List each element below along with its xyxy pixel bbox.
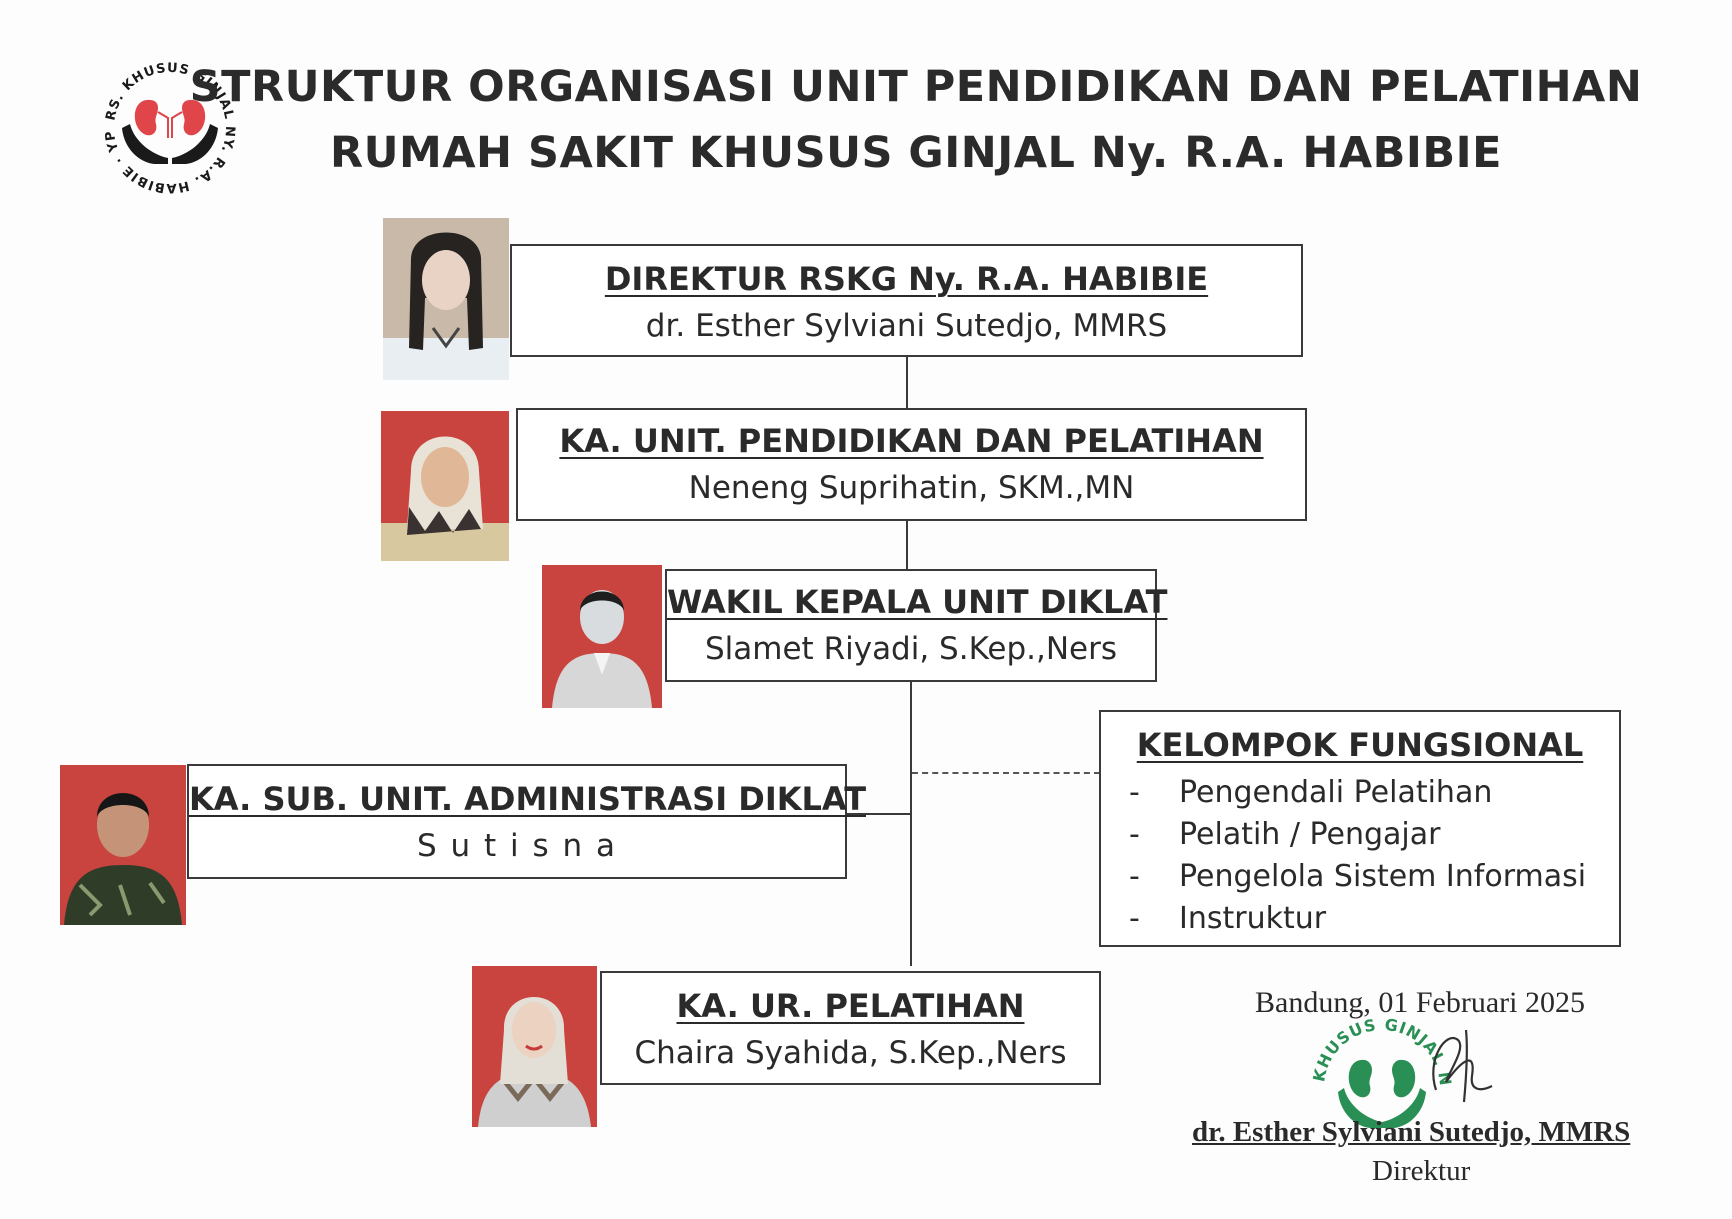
node-direktur-position: DIREKTUR RSKG Ny. R.A. HABIBIE xyxy=(604,260,1209,298)
functional-group-item: - Pelatih / Pengajar xyxy=(1119,814,1619,856)
functional-group-list: - Pengendali Pelatihan - Pelatih / Pengaja… xyxy=(1101,772,1619,940)
connector-to-admin xyxy=(845,813,911,815)
functional-group-item: - Pengendali Pelatihan xyxy=(1119,772,1619,814)
signature-place-date: Bandung, 01 Februari 2025 xyxy=(1255,986,1585,1019)
photo-sub-unit-admin xyxy=(60,765,186,925)
connector-to-functional-group xyxy=(912,772,1100,774)
connector-kepala-wakil xyxy=(906,520,908,570)
node-kepala-unit: KA. UNIT. PENDIDIKAN DAN PELATIHAN Nenen… xyxy=(516,408,1307,521)
node-wakil: WAKIL KEPALA UNIT DIKLAT Slamet Riyadi, … xyxy=(665,569,1168,682)
photo-ur-pelatihan xyxy=(472,966,597,1127)
node-ur-pelatihan-name: Chaira Syahida, S.Kep.,Ners xyxy=(634,1035,1067,1071)
functional-group-title: KELOMPOK FUNGSIONAL xyxy=(1136,726,1584,764)
functional-group-item-label: Pelatih / Pengajar xyxy=(1179,817,1441,852)
functional-group-item: - Pengelola Sistem Informasi xyxy=(1119,856,1619,898)
node-wakil-position: WAKIL KEPALA UNIT DIKLAT xyxy=(667,583,1168,621)
bullet-dash: - xyxy=(1129,901,1140,936)
node-kepala-unit-name: Neneng Suprihatin, SKM.,MN xyxy=(688,470,1135,506)
connector-direktur-kepala xyxy=(906,356,908,410)
functional-group-item-label: Pengelola Sistem Informasi xyxy=(1179,859,1587,894)
connector-main-vertical xyxy=(910,680,912,966)
photo-kepala-unit xyxy=(381,411,509,561)
node-kepala-unit-position: KA. UNIT. PENDIDIKAN DAN PELATIHAN xyxy=(559,422,1264,460)
signatory-title: Direktur xyxy=(1372,1155,1471,1187)
photo-wakil xyxy=(542,565,662,708)
photo-direktur xyxy=(383,218,509,380)
official-stamp: KHUSUS GINJAL NY. R.A. HABIBIE YPAB xyxy=(1295,995,1462,1160)
bullet-dash: - xyxy=(1129,859,1140,894)
node-sub-unit-admin: KA. SUB. UNIT. ADMINISTRASI DIKLAT S u t… xyxy=(187,764,867,879)
functional-group-box: KELOMPOK FUNGSIONAL - Pengendali Pelatiha… xyxy=(1099,710,1621,947)
node-direktur-name: dr. Esther Sylviani Sutedjo, MMRS xyxy=(645,308,1168,344)
signatory-name: dr. Esther Sylviani Sutedjo, MMRS xyxy=(1192,1116,1631,1148)
chart-title-line-2: RUMAH SAKIT KHUSUS GINJAL Ny. R.A. HABIB… xyxy=(329,128,1503,178)
functional-group-item-label: Pengendali Pelatihan xyxy=(1179,775,1493,810)
node-wakil-name: Slamet Riyadi, S.Kep.,Ners xyxy=(705,631,1117,667)
node-sub-unit-admin-position: KA. SUB. UNIT. ADMINISTRASI DIKLAT xyxy=(189,780,867,818)
bullet-dash: - xyxy=(1129,775,1140,810)
bullet-dash: - xyxy=(1129,817,1140,852)
node-sub-unit-admin-name: S u t i s n a xyxy=(416,828,617,864)
functional-group-item-label: Instruktur xyxy=(1179,901,1327,936)
chart-title-line-1: STRUKTUR ORGANISASI UNIT PENDIDIKAN DAN … xyxy=(189,62,1643,112)
node-direktur: DIREKTUR RSKG Ny. R.A. HABIBIE dr. Esthe… xyxy=(510,244,1303,357)
node-ur-pelatihan-position: KA. UR. PELATIHAN xyxy=(676,987,1025,1025)
hospital-logo: RS. KHUSUS GINJAL NY. R.A. HABIBIE · YPA… xyxy=(86,37,248,196)
handwritten-signature xyxy=(1406,1020,1506,1110)
node-ur-pelatihan: KA. UR. PELATIHAN Chaira Syahida, S.Kep.… xyxy=(600,971,1101,1085)
functional-group-item: - Instruktur xyxy=(1119,898,1619,940)
